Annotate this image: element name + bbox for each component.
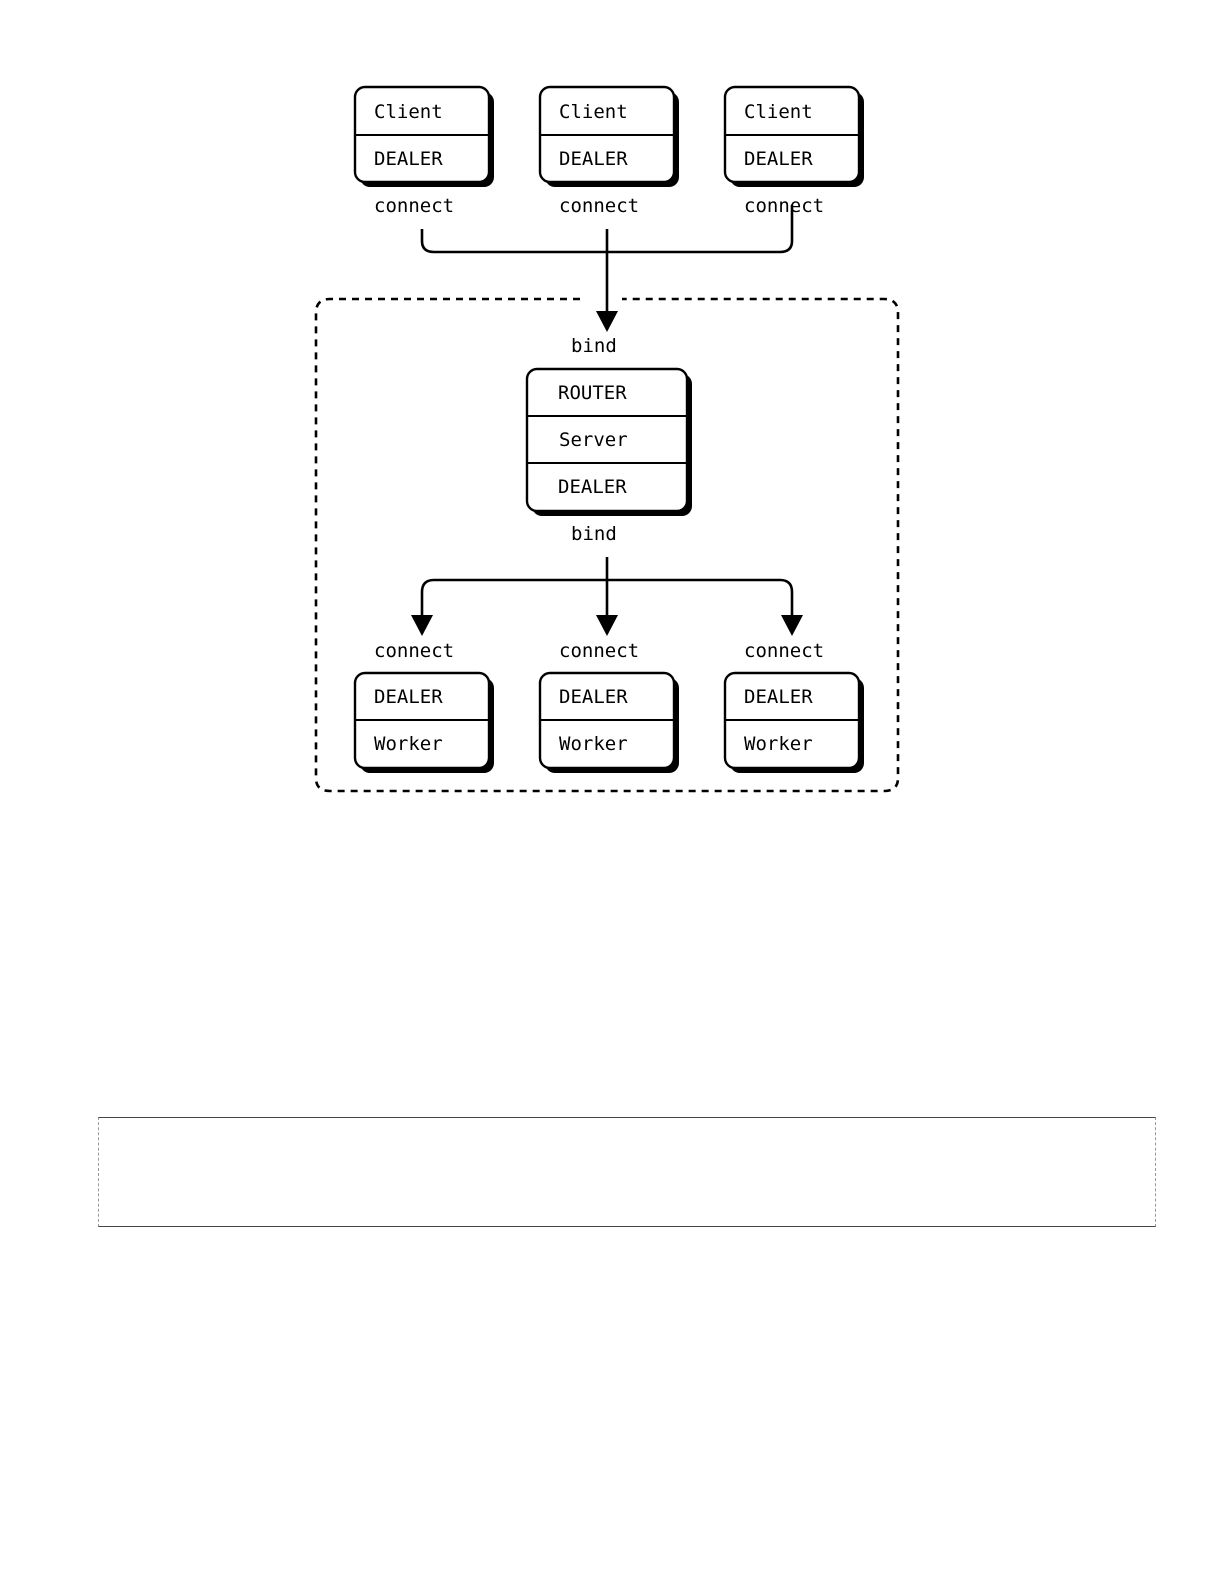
worker-title: Worker — [744, 733, 813, 755]
server-box: ROUTER Server DEALER — [525, 367, 692, 516]
arrowhead — [596, 311, 618, 332]
worker-title: Worker — [374, 733, 443, 755]
client-title: Client — [374, 101, 443, 123]
server-title: Server — [559, 429, 628, 451]
worker-box: DEALER Worker — [353, 671, 494, 773]
client-to-server-connector — [420, 205, 794, 332]
client-title: Client — [744, 101, 813, 123]
empty-content-panel — [98, 1117, 1156, 1227]
worker-title: Worker — [559, 733, 628, 755]
client-socket-type: DEALER — [559, 148, 628, 170]
server-router-socket: ROUTER — [558, 382, 627, 404]
worker-connect-label: connect — [374, 640, 454, 662]
arrowhead — [596, 615, 618, 636]
server-bind-label-top: bind — [571, 335, 617, 357]
client-connect-label: connect — [374, 195, 454, 217]
server-worker-frame — [314, 297, 900, 793]
worker-box: DEALER Worker — [538, 671, 679, 773]
server-bind-label-bottom: bind — [571, 523, 617, 545]
client-socket-type: DEALER — [744, 148, 813, 170]
worker-connect-label: connect — [559, 640, 639, 662]
server-dealer-socket: DEALER — [558, 476, 627, 498]
worker-box: DEALER Worker — [723, 671, 864, 773]
arrowhead — [411, 615, 433, 636]
client-socket-type: DEALER — [374, 148, 443, 170]
client-connect-label: connect — [559, 195, 639, 217]
client-title: Client — [559, 101, 628, 123]
client-box: Client DEALER — [538, 85, 679, 187]
server-to-worker-connector — [411, 557, 803, 636]
client-connect-label: connect — [744, 195, 824, 217]
arrowhead — [781, 615, 803, 636]
worker-socket-type: DEALER — [744, 686, 813, 708]
worker-socket-type: DEALER — [374, 686, 443, 708]
worker-connect-label: connect — [744, 640, 824, 662]
worker-socket-type: DEALER — [559, 686, 628, 708]
client-box: Client DEALER — [353, 85, 494, 187]
client-box: Client DEALER — [723, 85, 864, 187]
